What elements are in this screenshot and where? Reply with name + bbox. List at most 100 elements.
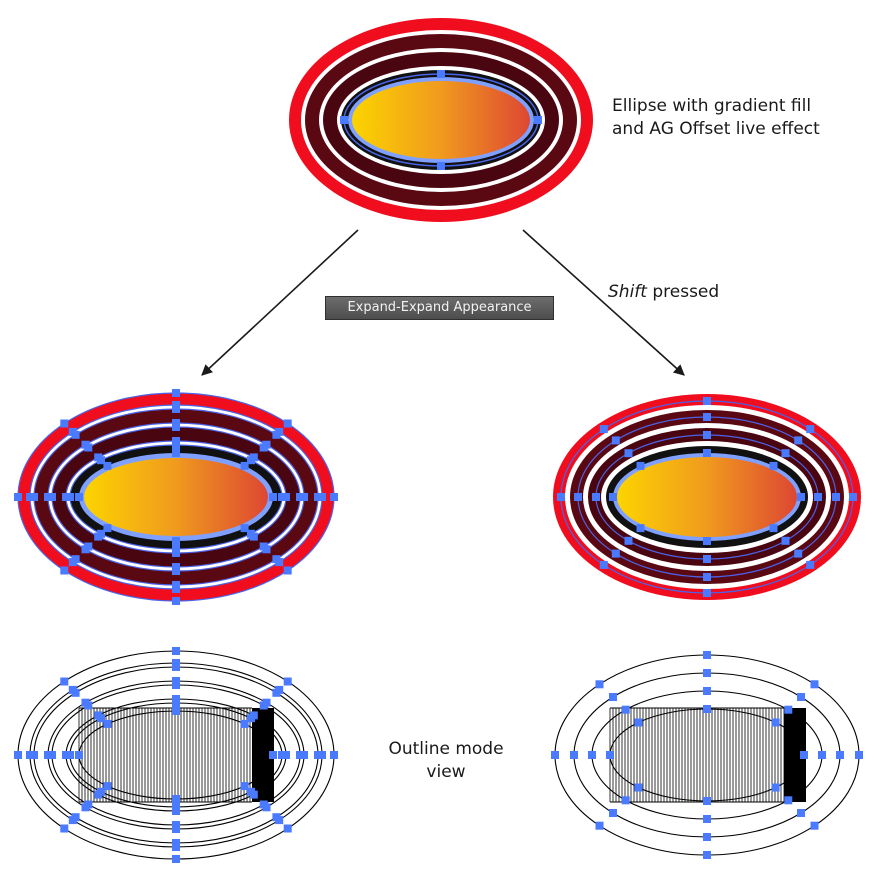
anchor-point-icon[interactable] <box>240 461 249 470</box>
anchor-point-icon[interactable] <box>278 493 286 501</box>
anchor-point-icon[interactable] <box>84 701 93 710</box>
anchor-point-icon[interactable] <box>103 782 112 791</box>
anchor-point-icon[interactable] <box>172 663 180 671</box>
anchor-point-icon[interactable] <box>172 681 180 689</box>
anchor-point-icon[interactable] <box>570 751 578 759</box>
anchor-point-icon[interactable] <box>172 405 180 413</box>
anchor-point-icon[interactable] <box>703 669 711 677</box>
anchor-point-icon[interactable] <box>172 537 180 545</box>
anchor-point-icon[interactable] <box>272 555 281 564</box>
expanded-ellipse-right[interactable] <box>553 394 861 600</box>
anchor-point-icon[interactable] <box>794 436 803 445</box>
anchor-point-icon[interactable] <box>621 705 630 714</box>
anchor-point-icon[interactable] <box>272 688 281 697</box>
anchor-point-icon[interactable] <box>595 821 604 830</box>
anchor-point-icon[interactable] <box>247 714 255 723</box>
anchor-point-icon[interactable] <box>48 751 56 759</box>
anchor-point-icon[interactable] <box>818 751 826 759</box>
anchor-point-icon[interactable] <box>84 443 93 452</box>
anchor-point-icon[interactable] <box>60 677 69 686</box>
anchor-point-icon[interactable] <box>283 566 292 575</box>
top-ellipse[interactable] <box>289 18 593 222</box>
anchor-point-icon[interactable] <box>97 787 105 796</box>
anchor-point-icon[interactable] <box>784 705 793 714</box>
anchor-point-icon[interactable] <box>240 719 249 728</box>
anchor-point-icon[interactable] <box>30 751 38 759</box>
anchor-point-icon[interactable] <box>283 677 292 686</box>
anchor-point-icon[interactable] <box>609 693 617 701</box>
anchor-point-icon[interactable] <box>84 542 93 551</box>
anchor-point-icon[interactable] <box>172 855 180 863</box>
anchor-point-icon[interactable] <box>797 693 805 701</box>
anchor-point-icon[interactable] <box>814 493 822 501</box>
anchor-point-icon[interactable] <box>84 800 93 809</box>
anchor-point-icon[interactable] <box>703 815 711 823</box>
anchor-point-icon[interactable] <box>97 529 105 538</box>
anchor-point-icon[interactable] <box>769 524 778 533</box>
anchor-point-icon[interactable] <box>172 821 180 829</box>
anchor-point-icon[interactable] <box>278 751 286 759</box>
anchor-point-icon[interactable] <box>172 803 180 811</box>
outline-left-anchor-points[interactable] <box>14 647 338 863</box>
anchor-point-icon[interactable] <box>771 718 780 727</box>
anchor-point-icon[interactable] <box>703 449 711 457</box>
anchor-point-icon[interactable] <box>784 796 793 805</box>
anchor-point-icon[interactable] <box>574 493 582 501</box>
anchor-point-icon[interactable] <box>849 493 857 501</box>
anchor-point-icon[interactable] <box>703 687 711 695</box>
anchor-point-icon[interactable] <box>703 851 711 859</box>
anchor-point-icon[interactable] <box>621 796 630 805</box>
anchor-point-icon[interactable] <box>314 751 322 759</box>
anchor-point-icon[interactable] <box>259 701 268 710</box>
anchor-point-icon[interactable] <box>14 493 22 501</box>
anchor-point-icon[interactable] <box>66 493 74 501</box>
anchor-point-icon[interactable] <box>247 787 255 796</box>
anchor-point-icon[interactable] <box>172 707 180 715</box>
anchor-point-icon[interactable] <box>296 751 304 759</box>
anchor-point-icon[interactable] <box>703 397 711 405</box>
anchor-point-icon[interactable] <box>703 705 711 713</box>
anchor-point-icon[interactable] <box>810 680 819 689</box>
anchor-point-icon[interactable] <box>551 751 559 759</box>
anchor-point-icon[interactable] <box>855 751 863 759</box>
anchor-point-icon[interactable] <box>703 555 711 563</box>
anchor-point-icon[interactable] <box>103 524 112 533</box>
anchor-point-icon[interactable] <box>60 824 69 833</box>
anchor-point-icon[interactable] <box>272 430 281 439</box>
anchor-point-icon[interactable] <box>634 783 643 792</box>
anchor-point-icon[interactable] <box>606 751 614 759</box>
anchor-point-icon[interactable] <box>624 536 633 545</box>
anchor-point-icon[interactable] <box>609 809 617 817</box>
anchor-point-icon[interactable] <box>60 419 69 428</box>
anchor-point-icon[interactable] <box>636 524 645 533</box>
anchor-point-icon[interactable] <box>259 542 268 551</box>
anchor-point-icon[interactable] <box>75 493 83 501</box>
outline-view-left[interactable] <box>14 647 338 863</box>
outline-right-anchor-points[interactable] <box>551 651 863 859</box>
anchor-point-icon[interactable] <box>806 560 815 569</box>
expanded-ellipse-left[interactable] <box>14 389 338 605</box>
anchor-point-icon[interactable] <box>769 461 778 470</box>
anchor-point-icon[interactable] <box>624 449 633 458</box>
anchor-point-icon[interactable] <box>172 563 180 571</box>
anchor-point-icon[interactable] <box>66 751 74 759</box>
anchor-point-icon[interactable] <box>103 461 112 470</box>
anchor-point-icon[interactable] <box>703 431 711 439</box>
anchor-point-icon[interactable] <box>836 751 844 759</box>
top-anchor-points[interactable] <box>340 70 542 170</box>
anchor-point-icon[interactable] <box>599 560 608 569</box>
anchor-point-icon[interactable] <box>634 718 643 727</box>
anchor-point-icon[interactable] <box>703 651 711 659</box>
anchor-point-icon[interactable] <box>269 493 277 501</box>
anchor-point-icon[interactable] <box>172 389 180 397</box>
anchor-point-icon[interactable] <box>283 419 292 428</box>
anchor-point-icon[interactable] <box>103 719 112 728</box>
anchor-point-icon[interactable] <box>172 839 180 847</box>
anchor-point-icon[interactable] <box>60 566 69 575</box>
anchor-point-icon[interactable] <box>272 813 281 822</box>
expanded-left-anchor-points[interactable] <box>14 389 338 605</box>
anchor-point-icon[interactable] <box>588 751 596 759</box>
anchor-point-icon[interactable] <box>806 425 815 434</box>
anchor-point-icon[interactable] <box>314 493 322 501</box>
anchor-point-icon[interactable] <box>172 441 180 449</box>
